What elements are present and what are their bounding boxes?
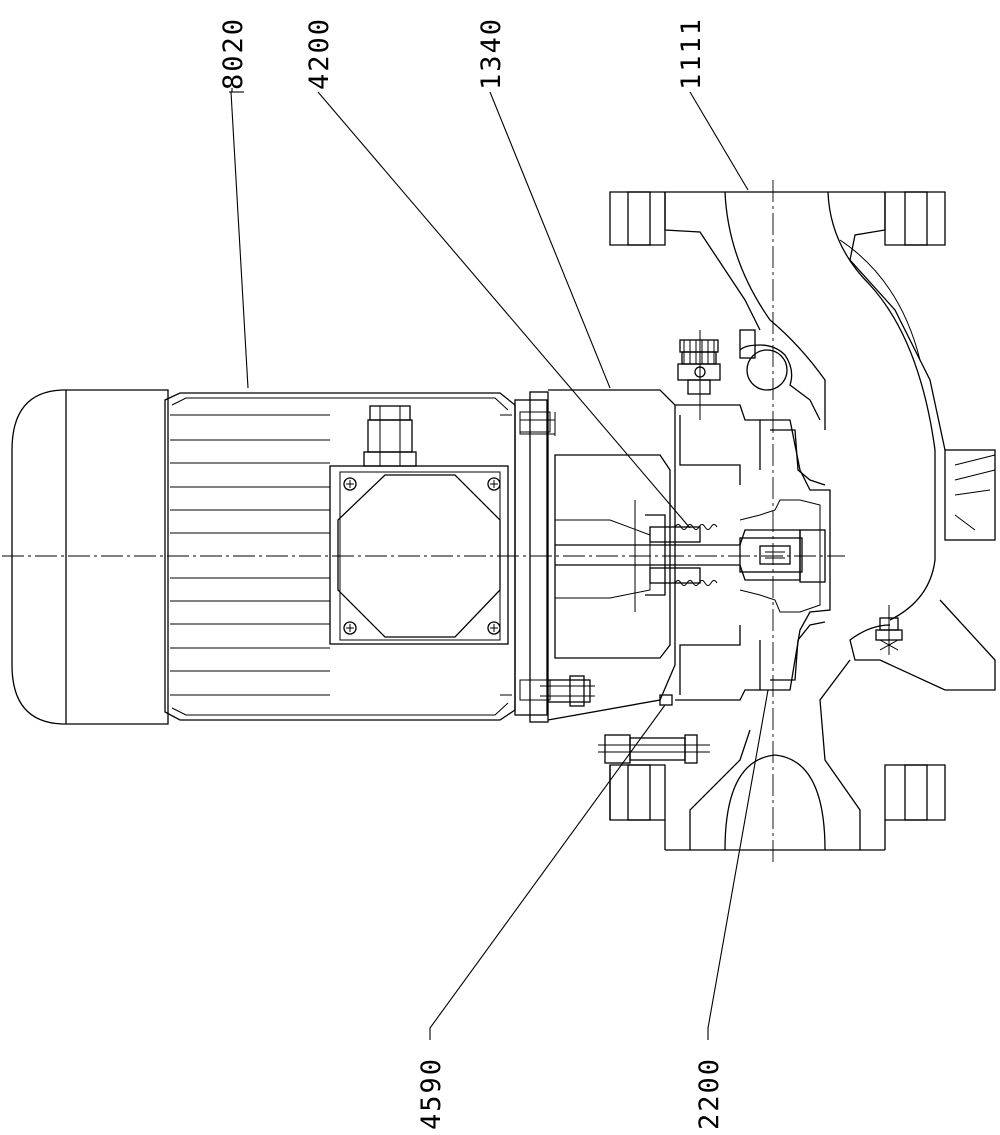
shaft-and-seal: [555, 514, 826, 596]
impeller: [739, 329, 831, 691]
pump-casing: [609, 191, 996, 851]
gasket-and-bolts: [598, 694, 710, 764]
vent-screw: [677, 330, 721, 420]
callout-8020: 8020: [218, 17, 249, 90]
callout-1340: 1340: [476, 17, 507, 90]
cooling-fins: [170, 414, 512, 696]
lantern-bracket: [519, 389, 676, 721]
terminal-box: [329, 465, 509, 645]
motor: [11, 389, 551, 725]
drain-plug: [875, 605, 903, 655]
callout-2200: 2200: [694, 1057, 725, 1130]
leader-lines: [230, 88, 769, 1040]
callout-4200: 4200: [304, 17, 335, 90]
callout-4590: 4590: [416, 1057, 447, 1130]
callout-1111: 1111: [676, 17, 707, 90]
cable-gland: [363, 405, 417, 467]
